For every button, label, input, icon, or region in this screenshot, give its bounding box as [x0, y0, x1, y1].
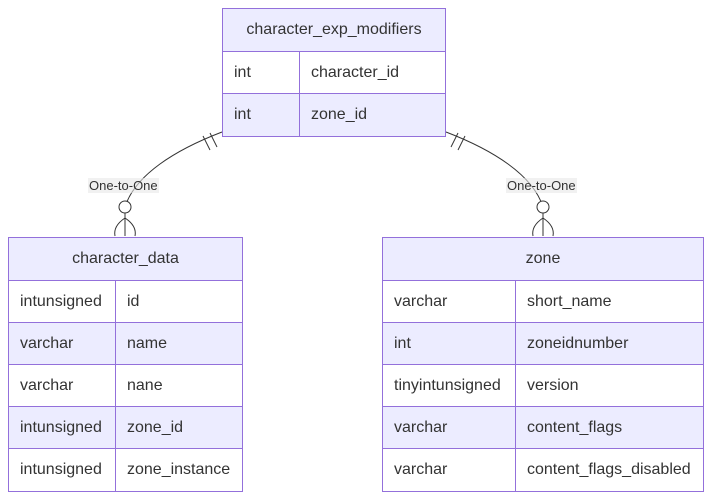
- zero-or-more-marker-right: [532, 200, 554, 237]
- attribute-name: zone_id: [115, 407, 183, 448]
- attribute-row: tinyintunsigned version: [383, 365, 703, 407]
- attribute-type: varchar: [394, 461, 448, 478]
- attribute-type: intunsigned: [20, 293, 102, 310]
- attribute-type: intunsigned: [20, 419, 102, 436]
- attribute-type: int: [234, 64, 251, 81]
- attribute-name: id: [115, 281, 139, 322]
- attribute-name: zone_instance: [115, 449, 230, 491]
- attribute-row: intunsigned zone_id: [9, 407, 242, 449]
- attribute-row: varchar content_flags_disabled: [383, 449, 703, 491]
- attribute-type: int: [234, 106, 251, 123]
- attribute-row: intunsigned id: [9, 281, 242, 323]
- entity-character-exp-modifiers[interactable]: character_exp_modifiers int character_id…: [222, 8, 446, 137]
- entity-character-data[interactable]: character_data intunsigned id varchar na…: [8, 237, 243, 492]
- attribute-type: varchar: [20, 377, 74, 394]
- zero-or-more-marker-left: [114, 200, 136, 237]
- attribute-type: varchar: [394, 419, 448, 436]
- entity-zone[interactable]: zone varchar short_name int zoneidnumber…: [382, 237, 704, 492]
- relationship-label-character-data: One-to-One: [88, 178, 159, 193]
- attribute-row: varchar nane: [9, 365, 242, 407]
- attribute-name: character_id: [299, 52, 399, 93]
- attribute-name: short_name: [515, 281, 612, 322]
- entity-title: character_data: [9, 238, 242, 281]
- attribute-name: zone_id: [299, 94, 367, 136]
- attribute-name: nane: [115, 365, 163, 406]
- attribute-type: varchar: [20, 335, 74, 352]
- attribute-row: varchar name: [9, 323, 242, 365]
- entity-title: zone: [383, 238, 703, 281]
- attribute-name: name: [115, 323, 167, 364]
- attribute-type: int: [394, 335, 411, 352]
- relationship-label-zone: One-to-One: [506, 178, 577, 193]
- attribute-name: zoneidnumber: [515, 323, 628, 364]
- attribute-row: varchar short_name: [383, 281, 703, 323]
- attribute-type: intunsigned: [20, 461, 102, 478]
- attribute-type: varchar: [394, 293, 448, 310]
- attribute-type: tinyintunsigned: [394, 377, 501, 394]
- attribute-row: intunsigned zone_instance: [9, 449, 242, 491]
- attribute-row: int character_id: [223, 52, 445, 94]
- attribute-name: version: [515, 365, 579, 406]
- exactly-one-marker-right: [450, 132, 466, 151]
- attribute-row: varchar content_flags: [383, 407, 703, 449]
- attribute-row: int zone_id: [223, 94, 445, 136]
- exactly-one-marker-left: [202, 132, 218, 151]
- attribute-row: int zoneidnumber: [383, 323, 703, 365]
- attribute-name: content_flags_disabled: [515, 449, 691, 491]
- attribute-name: content_flags: [515, 407, 622, 448]
- entity-title: character_exp_modifiers: [223, 9, 445, 52]
